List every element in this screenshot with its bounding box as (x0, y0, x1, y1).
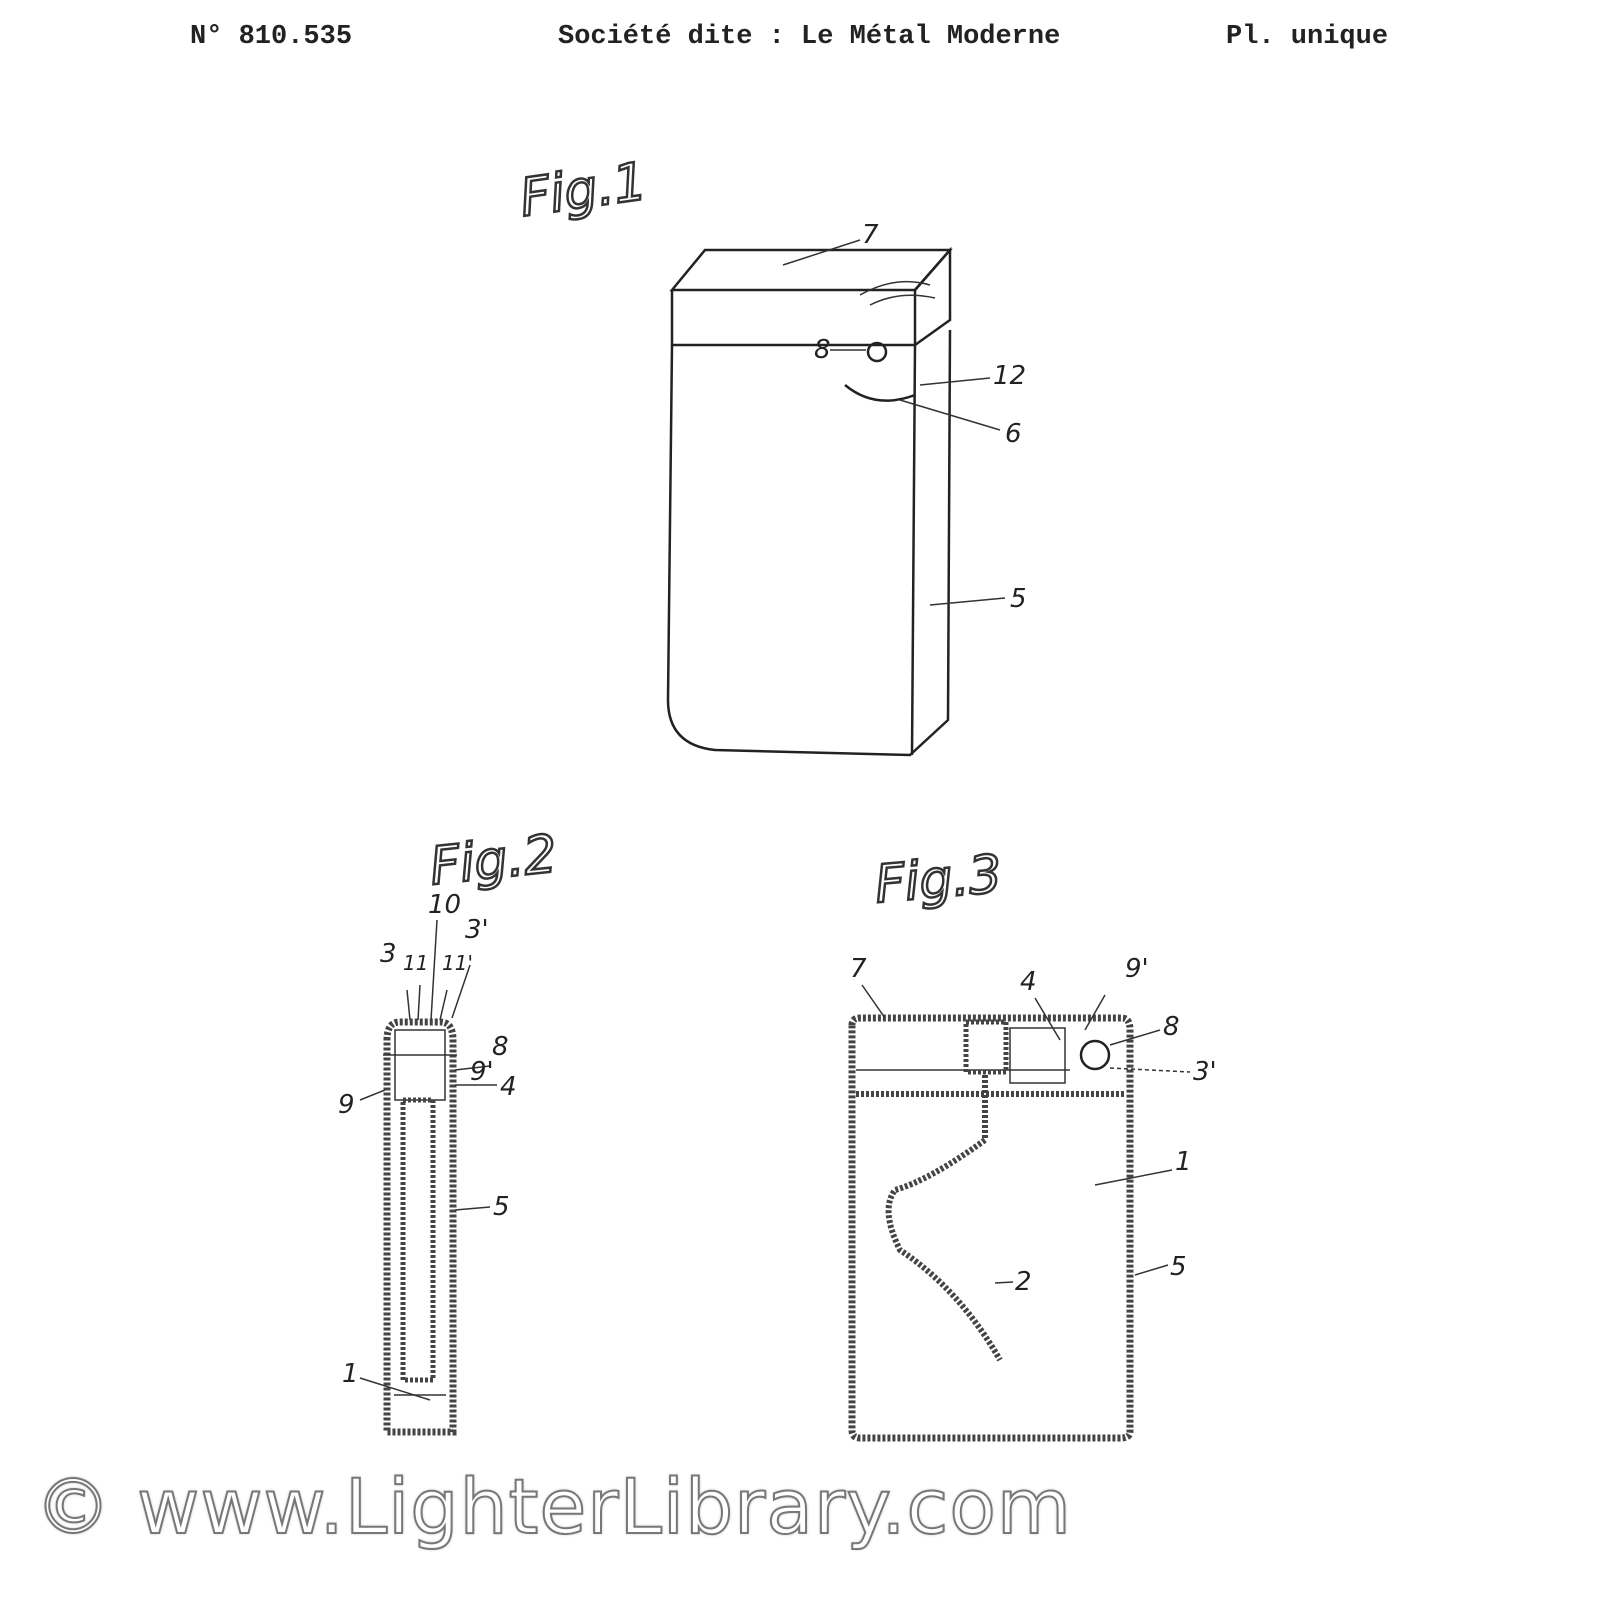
watermark: © www.LighterLibrary.com (34, 1461, 1072, 1552)
label-8: 8 (814, 335, 831, 365)
cam-arc (844, 384, 916, 402)
svg-text:8: 8 (492, 1032, 509, 1062)
wick (885, 1075, 1003, 1362)
side-section (383, 1018, 457, 1436)
figure-2-title: Fig.2 (427, 824, 560, 897)
label-12: 12 (993, 361, 1026, 391)
label-7: 7 (862, 220, 879, 250)
lid-side-face (914, 246, 952, 347)
svg-text:3: 3 (380, 939, 397, 969)
svg-text:4: 4 (500, 1072, 517, 1102)
svg-text:10: 10 (428, 890, 461, 920)
figure-3: Fig.3 7 4 9' 8 3' 1 5 2 (848, 843, 1217, 1442)
figure-2: Fig.2 10 3 11 11' 3' 8 9' 9 4 5 1 (338, 823, 561, 1436)
pivot-pin (1079, 1039, 1111, 1071)
svg-text:2: 2 (1015, 1267, 1032, 1297)
applicant-name: Société dite : Le Métal Moderne (558, 22, 1061, 52)
svg-text:5: 5 (493, 1192, 510, 1222)
front-section (848, 1014, 1134, 1442)
figure-1: Fig.1 7 8 12 6 5 (515, 151, 1027, 757)
svg-text:9': 9' (1125, 954, 1149, 984)
figure-1-title: Fig.1 (516, 152, 650, 229)
case-body (666, 329, 952, 757)
svg-text:3': 3' (1193, 1057, 1217, 1087)
svg-text:9': 9' (470, 1057, 494, 1087)
svg-text:1: 1 (342, 1359, 359, 1389)
label-5: 5 (1010, 584, 1027, 614)
svg-text:4: 4 (1020, 967, 1037, 997)
case-edge (910, 344, 917, 756)
lid-front-face (670, 290, 917, 347)
wheel-housing (859, 280, 936, 306)
figure-3-title: Fig.3 (873, 844, 1005, 915)
svg-text:8: 8 (1163, 1012, 1180, 1042)
label-6: 6 (1005, 419, 1022, 449)
svg-text:11: 11 (403, 951, 428, 975)
svg-text:3': 3' (465, 915, 489, 945)
svg-text:5: 5 (1170, 1252, 1187, 1282)
pivot-screw (866, 341, 888, 363)
svg-text:9: 9 (338, 1090, 355, 1120)
svg-text:1: 1 (1175, 1147, 1192, 1177)
svg-text:7: 7 (850, 954, 867, 984)
plate-label: Pl. unique (1226, 22, 1389, 52)
patent-number: N° 810.535 (190, 22, 353, 52)
